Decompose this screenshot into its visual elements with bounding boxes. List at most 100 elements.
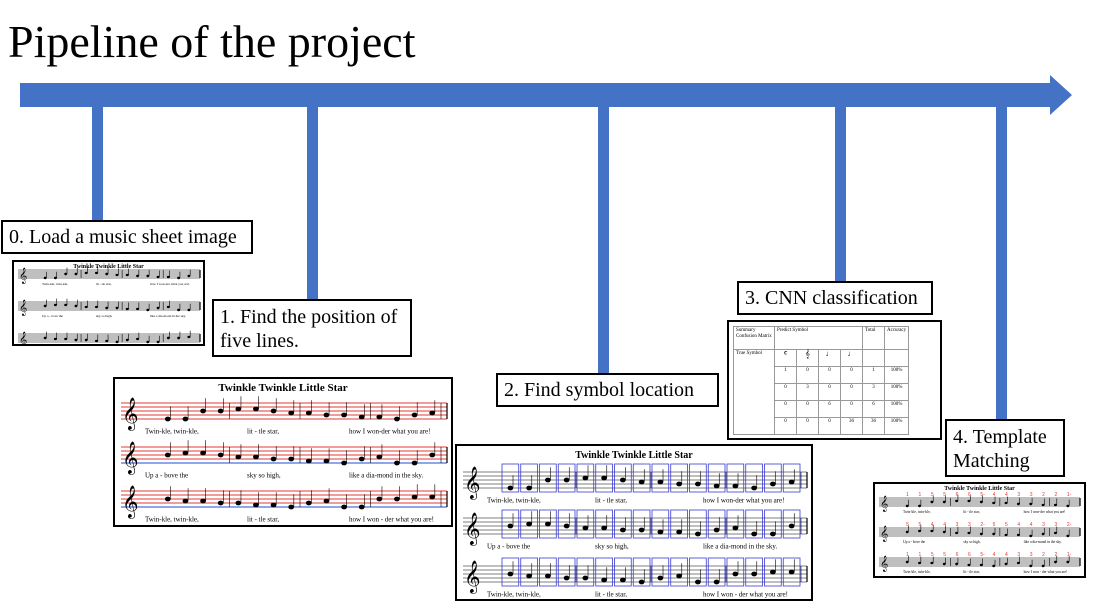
treble-clef-icon: 𝄞 xyxy=(880,496,888,512)
note-head xyxy=(84,338,88,342)
note-head xyxy=(253,502,259,508)
symbol-bounding-box xyxy=(689,557,707,587)
symbol-bounding-box xyxy=(745,557,763,587)
note-head xyxy=(967,531,971,535)
note-head xyxy=(182,450,189,456)
note-head xyxy=(187,308,191,312)
note-head xyxy=(638,579,645,585)
template-number: 3 xyxy=(1030,492,1033,498)
note-head xyxy=(788,479,795,485)
treble-clef-icon: 𝄞 xyxy=(880,556,888,572)
step-3-label: 3. CNN classification xyxy=(737,281,933,315)
note-head xyxy=(411,460,418,466)
note-head xyxy=(125,273,129,277)
note-head xyxy=(905,560,909,564)
symbol-bounding-box xyxy=(614,509,632,539)
template-number: 5 xyxy=(919,522,922,528)
symbol-bounding-box xyxy=(745,463,763,493)
note-head xyxy=(526,485,533,491)
lyric-text: Up a - bove the xyxy=(42,314,63,318)
note-head xyxy=(429,410,436,416)
note-head xyxy=(1016,502,1020,506)
matrix-cell: 0 xyxy=(796,417,819,435)
note-head xyxy=(769,531,776,537)
matrix-cell: 0 xyxy=(840,366,863,384)
note-head xyxy=(601,577,608,583)
template-number: 5- xyxy=(980,552,985,558)
lyric-text: Twin-kle, twin-kle, xyxy=(487,496,541,504)
note-head xyxy=(942,562,946,566)
note-head xyxy=(657,529,664,535)
symbol-bounding-box xyxy=(764,557,782,587)
lyric-text: sky so high, xyxy=(96,314,112,319)
matrix-accuracy: 100% xyxy=(883,400,910,418)
symbol-bounding-box xyxy=(651,557,670,587)
timeline-tick-2 xyxy=(598,106,609,374)
note-head xyxy=(166,336,170,340)
note-head xyxy=(732,483,739,489)
note-head xyxy=(53,276,57,280)
note-head xyxy=(64,303,68,307)
note-head xyxy=(305,500,312,506)
matrix-accuracy: 100% xyxy=(883,417,910,435)
note-head xyxy=(341,460,347,466)
note-head xyxy=(53,337,57,341)
note-head xyxy=(563,523,570,529)
note-head xyxy=(788,569,795,575)
note-head xyxy=(95,305,98,309)
note-head xyxy=(942,530,946,534)
template-number: 5 xyxy=(906,522,909,528)
template-number: 3 xyxy=(968,522,971,528)
note-head xyxy=(713,579,720,585)
sheet-title: Twinkle Twinkle Little Star xyxy=(218,382,348,394)
template-number: 4 xyxy=(1005,492,1008,498)
template-number: 4 xyxy=(1005,552,1008,558)
lyric-text: lit - tle star, xyxy=(96,282,112,287)
note-head xyxy=(601,475,608,481)
note-head xyxy=(84,305,88,309)
lyric-text: how I won-der what you are! xyxy=(703,496,784,504)
lyric-text: Up a - bove the xyxy=(145,471,188,479)
treble-clef-icon: 𝄞 xyxy=(122,485,139,519)
note-head xyxy=(156,340,160,344)
template-number: 1- xyxy=(1067,492,1072,498)
lyric-text: Twin-kle, twin-kle, xyxy=(145,515,199,523)
lyric-text: how I won - der what you are! xyxy=(349,515,434,523)
note-head xyxy=(358,456,365,462)
treble-clef-icon: 𝄞 xyxy=(122,441,139,475)
note-head xyxy=(200,498,206,504)
note-head xyxy=(136,307,139,311)
lyric-text: how I won-der what you are! xyxy=(349,427,430,435)
note-head xyxy=(1054,531,1057,535)
note-head xyxy=(105,272,109,276)
note-head xyxy=(74,338,78,342)
symbol-bounding-box xyxy=(557,509,576,539)
note-head xyxy=(43,304,47,308)
note-head xyxy=(394,460,400,466)
step-2-label: 2. Find symbol location xyxy=(496,373,719,407)
template-number: 4 xyxy=(943,522,946,528)
note-head xyxy=(955,499,959,503)
lyric-text: lit - tle star, xyxy=(963,570,980,575)
note-head xyxy=(544,521,551,527)
note-head xyxy=(1029,502,1033,506)
symbol-bounding-box xyxy=(782,509,801,539)
lyric-text: how I won-der what you are! xyxy=(1024,510,1066,514)
note-head xyxy=(217,452,224,458)
matrix-col-symbol: 𝄞 xyxy=(796,349,819,367)
note-head xyxy=(95,339,98,343)
symbol-bounding-box xyxy=(651,509,670,539)
lyric-text: Twin-kle, twin-kle, xyxy=(903,570,931,575)
sheet-title: Twinkle Twinkle Little Star xyxy=(73,264,144,270)
symbol-bounding-box xyxy=(595,463,613,493)
matrix-row: 0 3 0 0 3 100% xyxy=(734,383,910,401)
matrix-cell: 0 xyxy=(840,400,863,418)
symbol-bounding-box xyxy=(576,509,595,539)
note-head xyxy=(166,305,170,309)
template-number: 3 xyxy=(1017,552,1020,558)
symbol-bounding-box xyxy=(614,557,632,587)
matrix-predict-header: Predict Symbol xyxy=(774,326,863,350)
note-head xyxy=(182,416,189,422)
timeline-arrowhead xyxy=(1050,75,1072,115)
symbol-bounding-box xyxy=(689,509,707,539)
